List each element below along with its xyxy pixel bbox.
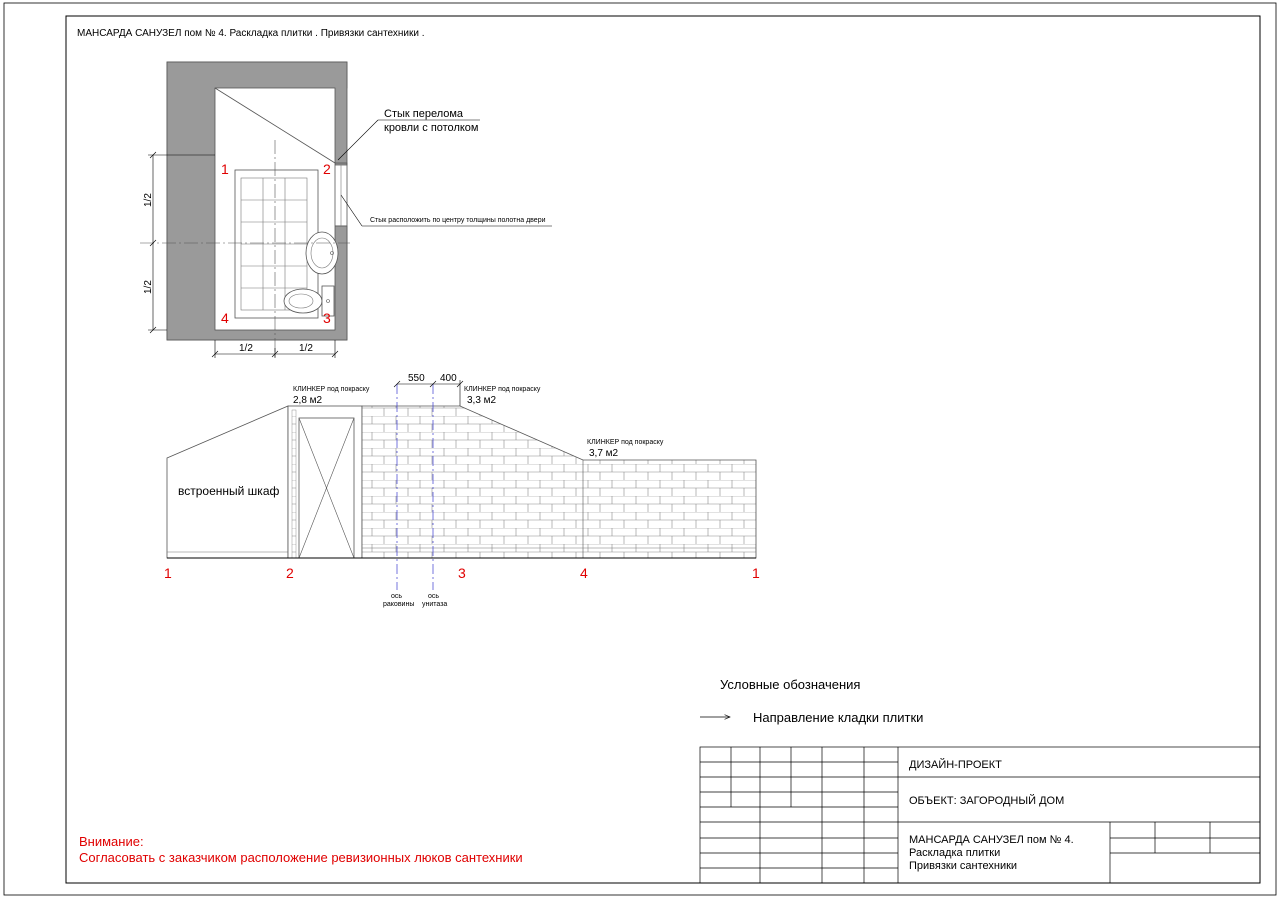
warning-title: Внимание: [79, 834, 144, 849]
dim-half-right: 1/2 [299, 343, 313, 354]
cabinet-outline [166, 405, 289, 559]
plan-vertical-dimension [148, 151, 215, 334]
plan-corner-4: 4 [221, 310, 229, 326]
elev-mark-4: 4 [580, 565, 588, 581]
zone1-material: КЛИНКЕР под покраску [293, 386, 370, 393]
outer-frame [3, 2, 1277, 896]
inner-frame [65, 15, 1261, 884]
zone3-material: КЛИНКЕР под покраску [587, 439, 664, 446]
dim-400: 400 [440, 373, 457, 384]
elev-mark-2: 2 [286, 565, 294, 581]
roof-break-note-line1: Стык перелома [384, 108, 464, 120]
zone1-area: 2,8 м2 [293, 395, 323, 406]
plan-corner-2: 2 [323, 161, 331, 177]
right-wall-lower [335, 226, 347, 330]
sink-axis-label-1: ось [391, 593, 402, 600]
clinker-wall [361, 405, 757, 559]
toilet-icon [283, 285, 335, 317]
dim-half-left: 1/2 [239, 343, 253, 354]
dim-vert-upper: 1/2 [143, 193, 154, 207]
legend-item: Направление кладки плитки [753, 710, 923, 725]
plan-corner-3: 3 [323, 310, 331, 326]
right-wall-upper [335, 88, 347, 163]
title-block-sheet-line1: МАНСАРДА САНУЗЕЛ пом № 4. [909, 834, 1074, 846]
zone2-area: 3,3 м2 [467, 395, 497, 406]
plan-corner-1: 1 [221, 161, 229, 177]
elev-mark-1: 1 [164, 565, 172, 581]
title-block-object: ОБЪЕКТ: ЗАГОРОДНЫЙ ДОМ [909, 794, 1064, 807]
elevation-top-dimension [393, 380, 464, 406]
left-wall [167, 62, 215, 340]
toilet-axis-label-1: ось [428, 593, 439, 600]
toilet-axis-label-2: унитаза [422, 601, 447, 608]
tile-grid [240, 177, 308, 311]
plan-horizontal-dimension [211, 340, 339, 358]
zone3-area: 3,7 м2 [589, 448, 619, 459]
sink-axis-label-2: раковины [383, 601, 414, 608]
sheet-title: МАНСАРДА САНУЗЕЛ пом № 4. Раскладка плит… [77, 28, 425, 39]
elev-mark-1-end: 1 [752, 565, 760, 581]
cabinet-label: встроенный шкаф [178, 484, 279, 498]
door-note: Стык расположить по центру толщины полот… [370, 217, 546, 224]
title-block-project: ДИЗАЙН-ПРОЕКТ [909, 758, 1002, 771]
dim-vert-lower: 1/2 [143, 280, 154, 294]
legend-title: Условные обозначения [720, 677, 860, 692]
title-block [699, 746, 1261, 884]
wall-elevation: встроенный шкаф 550 400 КЛИНКЕР под покр… [164, 373, 760, 608]
roof-break-note-line2: кровли с потолком [384, 122, 478, 134]
bottom-wall [167, 330, 347, 340]
warning-text: Согласовать с заказчиком расположение ре… [79, 850, 523, 865]
title-block-sheet-line2: Раскладка плитки [909, 847, 1000, 859]
sink-icon [305, 231, 339, 275]
dim-550: 550 [408, 373, 425, 384]
elev-mark-3: 3 [458, 565, 466, 581]
floor-plan: 1 2 3 4 1/2 1/2 1/2 1/2 Стык [140, 61, 552, 360]
zone2-material: КЛИНКЕР под покраску [464, 386, 541, 393]
title-block-sheet-line3: Привязки сантехники [909, 860, 1017, 872]
